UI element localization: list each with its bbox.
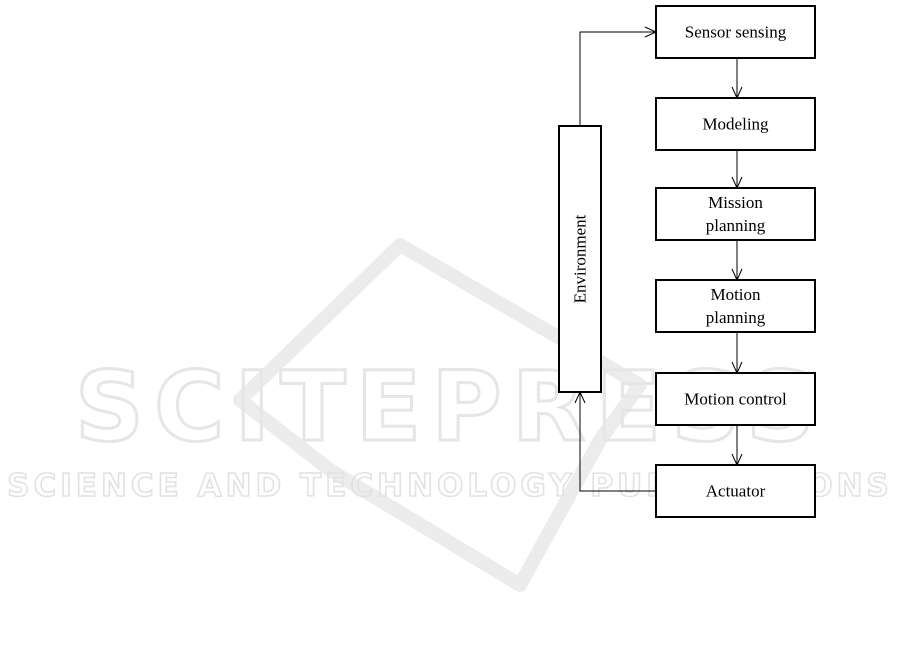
step-mission-planning-label: Mission: [708, 193, 763, 212]
step-motion-control-label: Motion control: [684, 390, 787, 409]
step-motion-planning-label: planning: [706, 308, 766, 327]
step-modeling-label: Modeling: [702, 115, 769, 134]
step-motion-planning-label: Motion: [710, 285, 761, 304]
step-motion-control: Motion control: [656, 373, 815, 425]
step-actuator-label: Actuator: [706, 482, 766, 501]
step-actuator: Actuator: [656, 465, 815, 517]
step-sensor-sensing: Sensor sensing: [656, 6, 815, 58]
step-sensor-sensing-label: Sensor sensing: [685, 23, 787, 42]
step-motion-planning: Motion planning: [656, 280, 815, 332]
step-mission-planning: Mission planning: [656, 188, 815, 240]
environment-label: Environment: [571, 214, 590, 303]
environment-box: Environment: [559, 126, 601, 392]
step-mission-planning-label: planning: [706, 216, 766, 235]
arrow-environment-to-sensor-line: [580, 32, 656, 126]
step-modeling: Modeling: [656, 98, 815, 150]
